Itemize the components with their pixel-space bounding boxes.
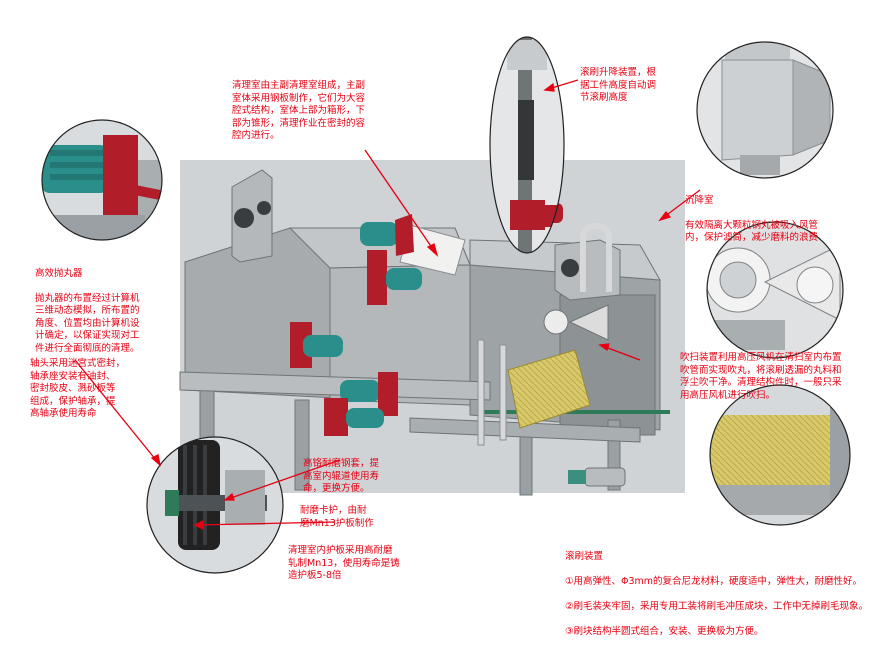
note-roller-brush-item-3: ③刷块结构半圆式组合，安装、更换极为方便。: [565, 625, 764, 637]
note-settling-chamber: 沉降室 有效隔离大颗粒钢丸被吸入风管 内，保护滤筒，减少磨料的浪费: [685, 182, 818, 257]
leader-arrows: [74, 79, 701, 531]
note-blast-wheel-body: 抛丸器的布置经过计算机 三维动态模拟，所布置的 角度、位置均由计算机设 计确定，…: [35, 292, 140, 354]
note-liner: 清理室内护板采用高耐磨 轧制Mn13，使用寿命是铸 造护板5-8倍: [288, 545, 400, 581]
note-blow-off: 吹扫装置利用高压风机在清扫室内布置 吹管而实现吹丸，将滚刷透漏的丸料和 浮尘吹干…: [680, 352, 842, 401]
note-blast-wheel: 高效抛丸器 抛丸器的布置经过计算机 三维动态模拟，所布置的 角度、位置均由计算机…: [35, 255, 140, 368]
detail-bearing: [146, 436, 284, 574]
note-roller-brush-title: 滚刷装置: [565, 550, 604, 562]
detail-roller-brush: [709, 384, 851, 526]
note-roller-brush: 滚刷装置 ①用高弹性、Φ3mm的复合尼龙材料，硬度适中，弹性大，耐磨性好。 ②刷…: [565, 538, 868, 651]
note-roller-brush-item-2: ②刷毛装夹牢固，采用专用工装将刷毛冲压成块，工作中无掉刷毛现象。: [565, 600, 869, 612]
note-settling-title: 沉降室: [685, 194, 714, 206]
note-settling-body: 有效隔离大颗粒钢丸被吸入风管 内，保护滤筒，减少磨料的浪费: [685, 219, 819, 244]
note-brush-lift: 滚刷升降装置，根 据工件高度自动调 节滚刷高度: [580, 67, 657, 103]
detail-brush-lift: [489, 36, 565, 254]
note-blast-wheel-title: 高效抛丸器: [35, 267, 83, 279]
note-wear-sleeve: 高铬耐磨钢套，提 高室内辊道使用寿 命，更换方便。: [303, 458, 380, 494]
note-roller-brush-item-1: ①用高弹性、Φ3mm的复合尼龙材料，硬度适中，弹性大，耐磨性好。: [565, 575, 863, 587]
note-main-chamber: 清理室由主副清理室组成，主副 室体采用钢板制作，它们为大容 腔式结构，室体上部为…: [232, 80, 366, 141]
detail-blast-wheel: [41, 119, 163, 241]
note-bearing: 轴头采用迷宫式密封， 轴承座安装有油封、 密封胶皮、溅砂板等 组成，保护轴承，提…: [30, 358, 126, 419]
machine-scene: [41, 36, 851, 574]
note-wear-guard: 耐磨卡护，由耐 磨Mn13护板制作: [300, 505, 374, 529]
detail-settling-chamber: [696, 41, 834, 179]
